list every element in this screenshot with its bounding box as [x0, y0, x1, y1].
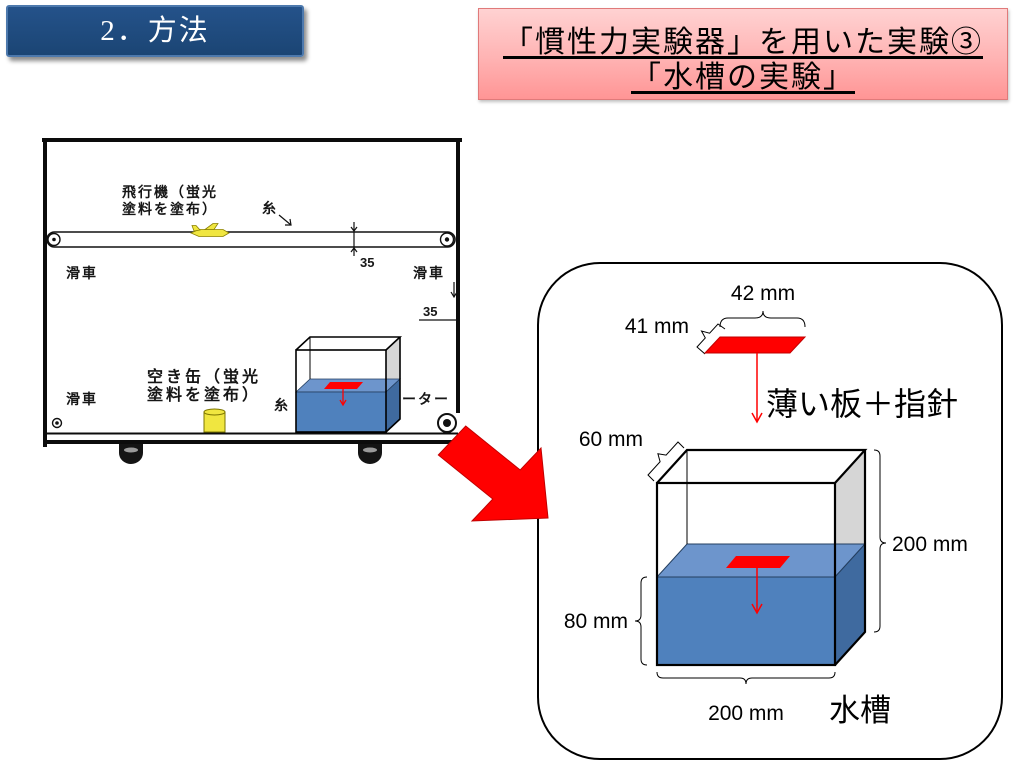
- plate-pointer-arrow: [751, 353, 763, 424]
- dimension-marker-top: [350, 222, 358, 256]
- mini-tank-front-outline: [295, 349, 387, 433]
- top-right-pulley-axle: [444, 237, 450, 242]
- mini-tank-glass-side: [386, 337, 400, 392]
- plate-width-bracket: [719, 310, 806, 328]
- plate-depth-bracket: [696, 323, 726, 355]
- tank-width-bracket: [656, 671, 836, 685]
- apparatus-frame: [42, 138, 462, 447]
- mini-water-tank: [294, 336, 403, 433]
- floating-plate-pointer-head: [751, 603, 763, 615]
- floating-plate: [726, 556, 790, 568]
- slide-heading-line-2: 「水槽の実験」: [631, 61, 855, 94]
- section-title: 2．方法: [100, 14, 210, 47]
- tank-height-label: 200 mm: [892, 533, 968, 556]
- tank-caption: 水槽: [829, 693, 891, 728]
- top-left-pulley-axle: [52, 237, 56, 242]
- apparatus-diagram: 飛行機（蛍光 塗料を塗布） 糸 35 滑車 滑車 35: [42, 138, 462, 464]
- bottom-left-pulley-axle: [55, 421, 59, 425]
- motor-pulley: [437, 413, 457, 433]
- dimension-top-arrow-up: [350, 247, 358, 253]
- top-right-pulley: [439, 232, 455, 247]
- top-belt-assembly: [46, 231, 456, 248]
- thread-pointer-head: [285, 218, 292, 226]
- can-label-line-1: 空き缶（蛍光: [147, 367, 261, 386]
- bottom-left-pulley-rim: [51, 417, 63, 429]
- right-wheel: [358, 444, 382, 464]
- dimension-top-label: 35: [360, 255, 374, 270]
- tank-side-outline: [834, 450, 867, 666]
- thread-pointer-arrow: [278, 214, 292, 226]
- thread-pointer-shaft: [278, 214, 292, 226]
- tank-height-bracket: [873, 449, 887, 633]
- water-height-bracket: [634, 576, 648, 666]
- can-marker: [203, 408, 226, 433]
- airplane-label-line-2: 塗料を塗布）: [122, 201, 218, 218]
- motor-label: ーター: [402, 392, 450, 408]
- motor-pulley-hub: [443, 419, 451, 427]
- plate-depth-label: 41 mm: [625, 315, 689, 338]
- water-tank: [655, 448, 868, 667]
- left-wheel-body: [119, 444, 143, 464]
- pulley-label-top-left: 滑車: [66, 265, 98, 282]
- airplane-tail: [191, 225, 201, 232]
- airplane-label-line-1: 飛行機（蛍光: [121, 184, 218, 201]
- dimension-right-label: 35: [423, 304, 437, 319]
- tank-width-label: 200 mm: [708, 702, 784, 725]
- bottom-left-pulley: [51, 417, 63, 429]
- water-height-label: 80 mm: [564, 610, 628, 633]
- thread-label-top: 糸: [262, 200, 278, 217]
- top-left-pulley: [47, 232, 61, 247]
- mini-tank-plate: [324, 382, 363, 389]
- thread-label-bottom: 糸: [274, 397, 290, 414]
- tank-depth-label: 60 mm: [579, 428, 643, 451]
- plate-width-label: 42 mm: [731, 282, 795, 305]
- slide-heading-box: 「慣性力実験器」を用いた実験③ 「水槽の実験」: [478, 8, 1008, 100]
- left-wheel: [119, 444, 143, 464]
- top-belt: [46, 231, 456, 248]
- tank-top-outline: [656, 448, 868, 484]
- slide-heading-line-1: 「慣性力実験器」を用いた実験③: [503, 26, 983, 59]
- zoom-pointer-arrow: [437, 425, 549, 522]
- airplane-marker: [190, 223, 230, 237]
- mini-tank-side-outline: [385, 337, 401, 433]
- pulley-label-bottom-left: 滑車: [66, 391, 98, 408]
- tank-front-outline: [655, 481, 837, 667]
- mini-tank-pointer-head: [339, 399, 347, 407]
- airplane-wing: [203, 223, 219, 230]
- tank-water-front: [656, 576, 836, 666]
- right-wheel-body: [358, 444, 382, 464]
- can-label-line-2: 塗料を塗布）: [147, 385, 261, 404]
- section-title-box: 2．方法: [6, 5, 304, 57]
- dimension-top-arrow-down: [350, 226, 358, 232]
- right-wheel-highlight: [363, 447, 377, 453]
- mini-tank-water-front: [295, 391, 387, 433]
- tank-detail: 42 mm 41 mm 薄い板＋指針 60 mm: [537, 262, 1003, 760]
- can-top: [203, 408, 226, 416]
- tank-depth-bracket: [647, 441, 685, 482]
- mini-tank-top-outline: [295, 336, 403, 351]
- pulley-label-top-right: 滑車: [413, 265, 445, 282]
- plate-pointer-head: [751, 412, 763, 424]
- thin-plate: [703, 336, 807, 354]
- left-wheel-highlight: [124, 447, 138, 453]
- dimension-marker-right: [419, 282, 458, 321]
- dimension-right-arrow: [450, 291, 458, 299]
- plate-caption: 薄い板＋指針: [766, 386, 958, 422]
